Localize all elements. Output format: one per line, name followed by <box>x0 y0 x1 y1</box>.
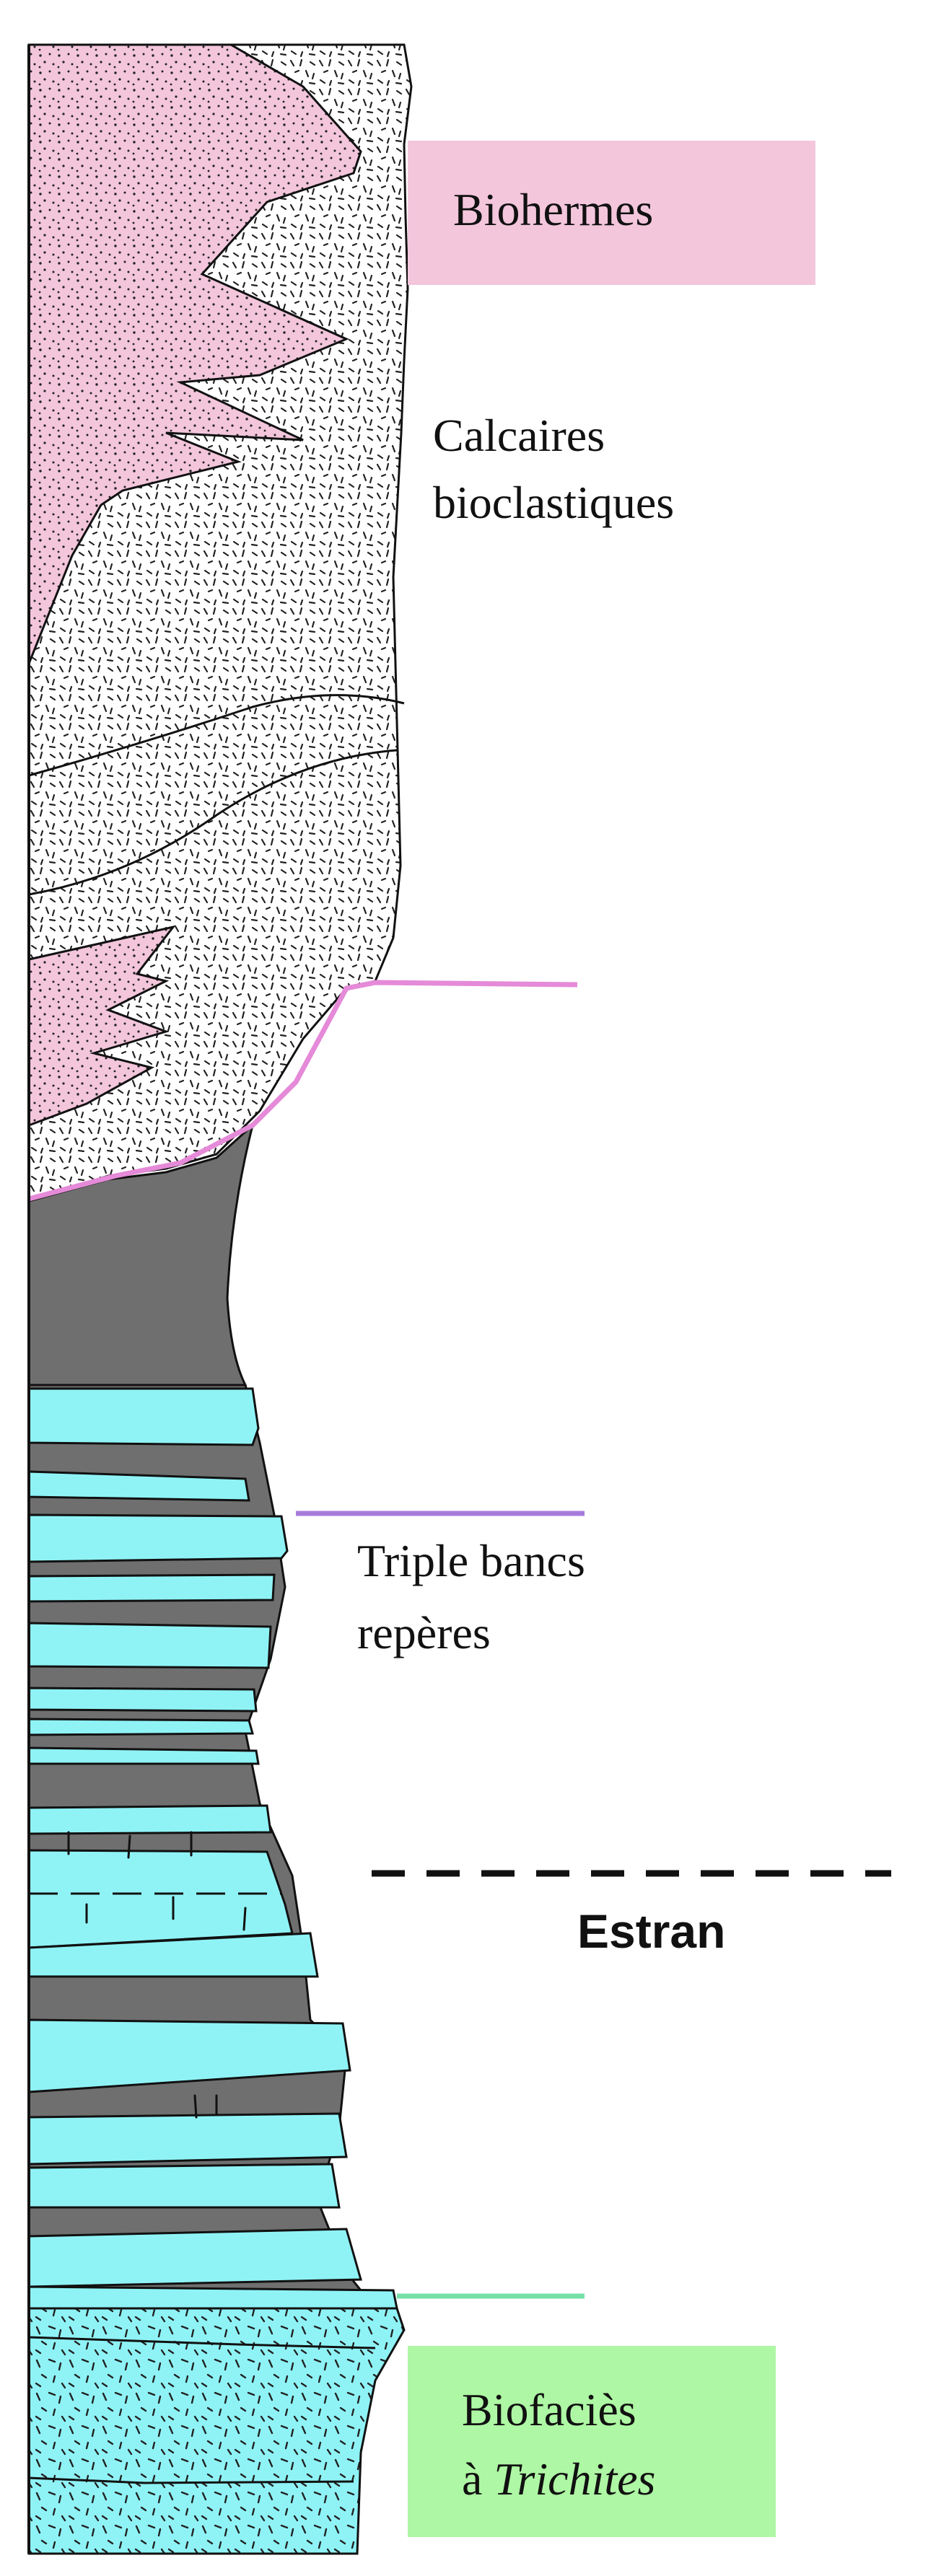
calcaires-label-line1: Calcaires <box>433 410 605 461</box>
limestone-bed <box>27 2285 398 2310</box>
limestone-bed <box>27 1804 272 1835</box>
biofacies-prefix: à <box>462 2453 494 2505</box>
estran-label: Estran <box>577 1904 725 1958</box>
biohermes-label-box <box>408 141 815 285</box>
marl-interval <box>27 1122 255 1386</box>
pink-boundary-line <box>28 980 578 1202</box>
biofacies-bed-line <box>28 2476 354 2484</box>
triple-bancs-label-line2: repères <box>357 1607 491 1658</box>
bioclastic-bed-line <box>28 694 405 777</box>
limestone-bed <box>27 2163 341 2209</box>
biofacies-label-line1: Biofaciès <box>462 2384 636 2435</box>
limestone-bed <box>27 1718 254 1736</box>
triple-bancs-label-line1: Triple bancs <box>357 1535 585 1586</box>
biohermes-label: Biohermes <box>453 184 653 235</box>
bioherm-body-lower <box>27 925 176 1127</box>
biofacies-bed-line <box>28 2336 376 2349</box>
limestone-bed <box>27 2228 362 2288</box>
limestone-beds <box>27 1387 398 2310</box>
limestone-bed <box>27 1622 272 1669</box>
limestone-bed <box>27 2112 348 2166</box>
bioclastic-bed-line <box>28 749 398 896</box>
limestone-ticks <box>67 1831 247 2119</box>
limestone-bed <box>27 1687 258 1713</box>
calcaires-label-line2: bioclastiques <box>433 477 674 528</box>
limestone-bed <box>27 1746 260 1765</box>
biofacies-taxon: Trichites <box>494 2453 655 2505</box>
limestone-bed <box>27 1849 294 1949</box>
limestone-bed <box>27 1513 289 1563</box>
limestone-bed <box>27 1387 260 1446</box>
biofacies-label-box <box>408 2346 776 2537</box>
limestone-bed <box>27 1573 276 1603</box>
bioherm-body-upper <box>27 43 362 664</box>
biofacies-label-line2: à Trichites <box>462 2453 655 2505</box>
trichites-biofacies-unit <box>27 2307 406 2555</box>
